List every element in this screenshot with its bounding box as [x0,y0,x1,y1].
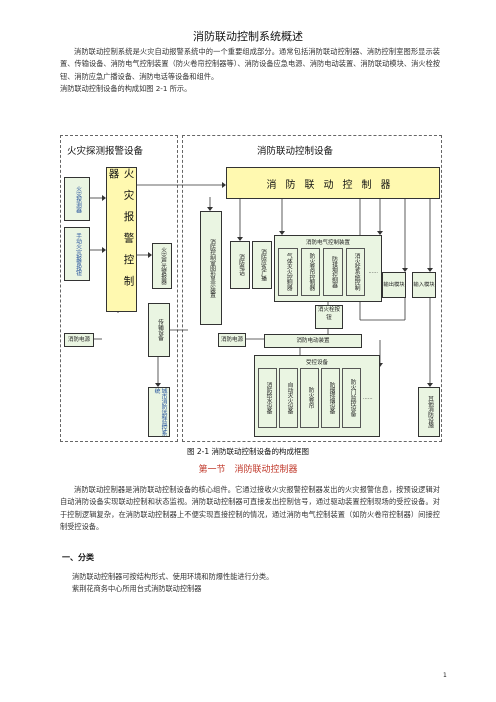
alarm-display-box: 火灾声光警报器 [152,243,172,289]
fire-phone-box: 消防电话 [230,241,250,289]
right-region-frame [182,135,442,442]
alarm-display-label: 火灾声光警报器 [159,247,166,285]
sub-para-2: 紫荆花商务中心所用台式消防联动控制器 [72,584,202,594]
controlled-item: 防火门监控设备 [342,368,361,428]
input-module-label: 输入模块 [413,281,435,288]
intro-text-2: 消防联动控制设备的构成如图 2-1 所示。 [60,84,192,94]
broadcast-label: 消防应急广播 [259,249,266,281]
sub-para-1: 消防联动控制器可按结构形式、使用环境和防爆性能进行分类。 [72,572,274,581]
graphic-display-box: 消防控制室图形显示装置 [200,211,222,325]
controlled-item: 自动灭火设备 [279,368,298,428]
input-module-box: 输入模块 [412,272,436,298]
intro-paragraph: 消防联动控制系统是火灾自动报警系统中的一个重要组成部分。通常包括消防联动控制器、… [60,46,440,96]
subsection-title: 一、分类 [62,553,94,562]
broadcast-box: 消防应急广播 [252,241,272,289]
manual-alarm-button-box: 手动火灾报警按钮 [64,227,90,281]
figure-caption: 图 2-1 消防联动控制设备的构成框图 [186,447,310,456]
elec-control-group: 消防电气控制装置 气体灭火控制器 防火卷帘控制器 防排烟控制器 消火栓系统控制 … [274,235,382,302]
left-region-title: 火灾探测报警设备 [67,146,144,157]
section-title: 第一节 消防联动控制器 [198,465,298,475]
remote-monitor-box: 城市消防远程监控系统 [148,387,170,437]
transmission-label: 传输设备 [156,319,163,341]
controlled-devices-title: 受控设备 [305,360,328,366]
fire-detector-box: 火灾探测器 [64,177,90,221]
elec-ellipsis: ...... [368,269,378,275]
right-region-title: 消防联动控制设备 [257,146,334,157]
output-module-label: 输出模块 [383,281,405,288]
fire-phone-label: 消防电话 [237,254,244,276]
left-region-frame [60,135,178,442]
power-right-label: 消防电源 [220,337,243,343]
fire-alarm-controller-label: 火灾报警控制器 [107,168,135,297]
other-devices-label: 其他消防设施 [426,396,433,428]
manual-alarm-button-label: 手动火灾报警按钮 [74,232,81,276]
subsection-body: 消防联动控制器可按结构形式、使用环境和防爆性能进行分类。 紫荆花商务中心所用台式… [72,571,432,596]
controlled-item: 防烟排烟设备 [321,368,340,428]
linkage-controller-box: 消防联动控制器 [226,167,440,199]
elec-item: 防排烟控制器 [323,248,343,296]
elec-item: 防火卷帘控制器 [300,248,321,296]
graphic-display-label: 消防控制室图形显示装置 [208,238,215,298]
page-title: 消防联动控制系统概述 [193,30,303,43]
transmission-box: 传输设备 [148,303,170,357]
linkage-controller-label: 消防联动控制器 [266,179,400,191]
controlled-item: 防火卷帘 [300,368,319,428]
power-right-box: 消防电源 [218,333,246,347]
elec-item: 消火栓系统控制 [345,248,366,296]
section-body: 消防联动控制器是消防联动控制设备的核心组件。它通过接收火灾报警控制器发出的火灾报… [60,485,440,532]
controlled-item: 消防给水设备 [258,368,277,428]
elec-device-box: 消防电动装置 [264,334,362,348]
controlled-ellipsis: ...... [363,395,373,401]
figure-diagram: 火灾探测报警设备 消防联动控制设备 [60,135,442,442]
hydrant-button-label: 消火栓按钮 [317,307,340,321]
hydrant-button-box: 消火栓按钮 [315,305,343,329]
controlled-devices-group: 受控设备 消防给水设备 自动灭火设备 防火卷帘 防烟排烟设备 防火门监控设备 .… [254,355,380,437]
output-module-box: 输出模块 [382,272,406,298]
other-devices-box: 其他消防设施 [418,387,440,437]
elec-device-label: 消防电动装置 [296,338,330,344]
power-left-box: 消防电源 [64,333,94,347]
fire-alarm-controller-box: 火灾报警控制器 [106,167,137,312]
power-left-label: 消防电源 [67,337,90,343]
intro-text: 消防联动控制系统是火灾自动报警系统中的一个重要组成部分。通常包括消防联动控制器、… [60,47,440,81]
page-number: 1 [443,672,447,679]
fire-detector-label: 火灾探测器 [74,185,81,213]
elec-item: 气体灭火控制器 [278,248,298,296]
remote-monitor-label: 城市消防远程监控系统 [153,388,166,436]
elec-control-group-title: 消防电气控制装置 [305,240,350,246]
